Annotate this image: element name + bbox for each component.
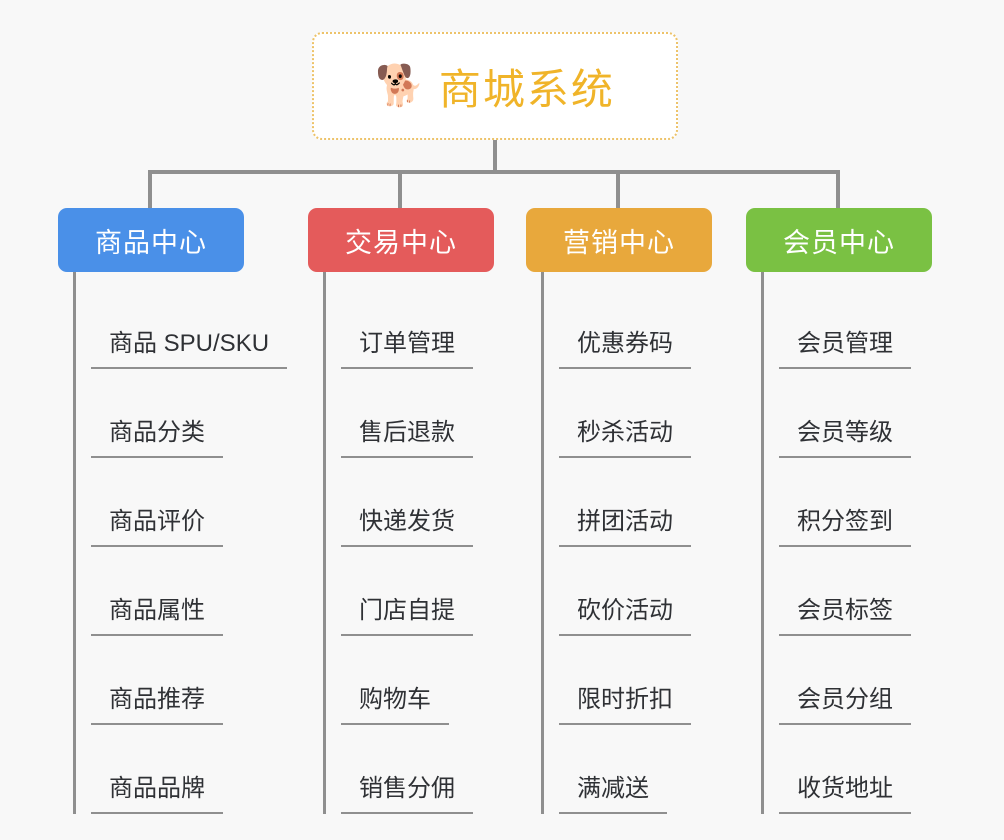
list-item[interactable]: 订单管理 — [326, 280, 538, 369]
connector-drop-4 — [836, 170, 840, 210]
leaf-label: 满减送 — [559, 775, 667, 814]
list-item[interactable]: 限时折扣 — [544, 636, 756, 725]
leaf-label: 会员标签 — [779, 597, 911, 636]
leaf-list-product-center: 商品 SPU/SKU 商品分类 商品评价 商品属性 商品推荐 商品品牌 — [73, 272, 288, 814]
list-item[interactable]: 商品评价 — [76, 458, 288, 547]
list-item[interactable]: 砍价活动 — [544, 547, 756, 636]
root-title: 商城系统 — [438, 65, 615, 113]
leaf-label: 收货地址 — [779, 775, 911, 814]
list-item[interactable]: 商品品牌 — [76, 725, 288, 814]
leaf-label: 快递发货 — [341, 508, 473, 547]
category-header-product-center[interactable]: 商品中心 — [58, 208, 244, 272]
column-member-center: 会员中心 会员管理 会员等级 积分签到 会员标签 会员分组 收货地址 — [746, 208, 976, 814]
leaf-label: 积分签到 — [779, 508, 911, 547]
category-label: 商品中心 — [95, 227, 207, 258]
list-item[interactable]: 优惠券码 — [544, 280, 756, 369]
list-item[interactable]: 商品 SPU/SKU — [76, 280, 288, 369]
leaf-label: 商品评价 — [91, 508, 223, 547]
leaf-label: 商品 SPU/SKU — [91, 330, 288, 369]
leaf-label: 会员等级 — [779, 419, 911, 458]
leaf-label: 会员分组 — [779, 686, 911, 725]
connector-drop-3 — [616, 170, 620, 210]
category-label: 营销中心 — [563, 227, 675, 258]
list-item[interactable]: 商品分类 — [76, 369, 288, 458]
list-item[interactable]: 快递发货 — [326, 458, 538, 547]
leaf-label: 优惠券码 — [559, 330, 691, 369]
list-item[interactable]: 门店自提 — [326, 547, 538, 636]
category-label: 交易中心 — [345, 227, 457, 258]
list-item[interactable]: 积分签到 — [764, 458, 976, 547]
category-header-member-center[interactable]: 会员中心 — [746, 208, 932, 272]
leaf-label: 商品品牌 — [91, 775, 223, 814]
list-item[interactable]: 秒杀活动 — [544, 369, 756, 458]
leaf-list-member-center: 会员管理 会员等级 积分签到 会员标签 会员分组 收货地址 — [761, 272, 976, 814]
list-item[interactable]: 满减送 — [544, 725, 756, 814]
category-header-marketing-center[interactable]: 营销中心 — [526, 208, 712, 272]
list-item[interactable]: 售后退款 — [326, 369, 538, 458]
leaf-label: 限时折扣 — [559, 686, 691, 725]
list-item[interactable]: 商品属性 — [76, 547, 288, 636]
root-node[interactable]: 🐕 商城系统 — [312, 32, 678, 140]
leaf-label: 销售分佣 — [341, 775, 473, 814]
connector-root-vertical — [493, 140, 497, 173]
connector-drop-2 — [398, 170, 402, 210]
leaf-label: 砍价活动 — [559, 597, 691, 636]
category-header-trade-center[interactable]: 交易中心 — [308, 208, 494, 272]
leaf-list-marketing-center: 优惠券码 秒杀活动 拼团活动 砍价活动 限时折扣 满减送 — [541, 272, 756, 814]
leaf-label: 购物车 — [341, 686, 449, 725]
leaf-label: 售后退款 — [341, 419, 473, 458]
leaf-label: 会员管理 — [779, 330, 911, 369]
list-item[interactable]: 拼团活动 — [544, 458, 756, 547]
column-marketing-center: 营销中心 优惠券码 秒杀活动 拼团活动 砍价活动 限时折扣 满减送 — [526, 208, 756, 814]
leaf-label: 商品分类 — [91, 419, 223, 458]
list-item[interactable]: 商品推荐 — [76, 636, 288, 725]
column-product-center: 商品中心 商品 SPU/SKU 商品分类 商品评价 商品属性 商品推荐 商品品牌 — [58, 208, 288, 814]
list-item[interactable]: 会员分组 — [764, 636, 976, 725]
leaf-label: 订单管理 — [341, 330, 473, 369]
list-item[interactable]: 购物车 — [326, 636, 538, 725]
category-label: 会员中心 — [783, 227, 895, 258]
leaf-label: 商品属性 — [91, 597, 223, 636]
list-item[interactable]: 收货地址 — [764, 725, 976, 814]
list-item[interactable]: 会员标签 — [764, 547, 976, 636]
list-item[interactable]: 会员管理 — [764, 280, 976, 369]
list-item[interactable]: 会员等级 — [764, 369, 976, 458]
leaf-label: 商品推荐 — [91, 686, 223, 725]
shiba-dog-face-icon: 🐕 — [375, 64, 425, 108]
list-item[interactable]: 销售分佣 — [326, 725, 538, 814]
leaf-label: 门店自提 — [341, 597, 473, 636]
leaf-label: 秒杀活动 — [559, 419, 691, 458]
leaf-list-trade-center: 订单管理 售后退款 快递发货 门店自提 购物车 销售分佣 — [323, 272, 538, 814]
connector-drop-1 — [148, 170, 152, 210]
leaf-label: 拼团活动 — [559, 508, 691, 547]
column-trade-center: 交易中心 订单管理 售后退款 快递发货 门店自提 购物车 销售分佣 — [308, 208, 538, 814]
connector-horizontal-bus — [148, 170, 840, 174]
